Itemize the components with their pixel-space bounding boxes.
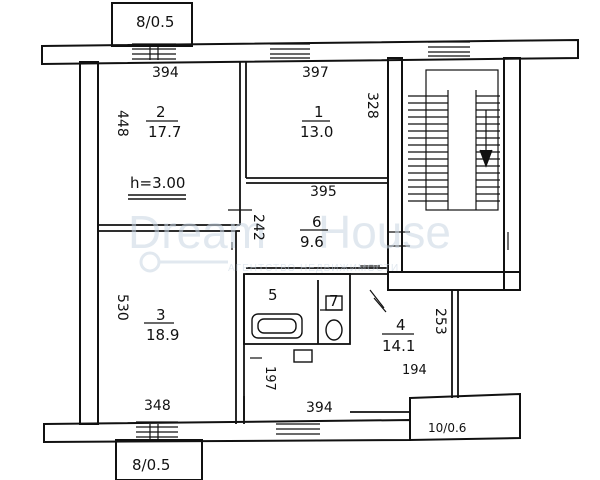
toilet-icon (325, 319, 343, 341)
watermark-brand-part2: House (318, 206, 451, 258)
room-2-area: 17.7 (148, 123, 181, 141)
room-1-number: 1 (314, 103, 324, 121)
room-7-number: 7 (329, 292, 339, 310)
balcony-bottom-label: 8/0.5 (132, 456, 170, 474)
room-3-number: 3 (156, 306, 166, 324)
dim-room2-width: 394 (152, 65, 179, 81)
room-4-area: 14.1 (382, 337, 415, 355)
dim-room4-height: 253 (432, 308, 448, 335)
room-2-number: 2 (156, 103, 166, 121)
balcony-top-label: 8/0.5 (136, 13, 174, 31)
walls (41, 2, 579, 480)
dim-room1-height: 328 (364, 92, 380, 119)
window-room4 (276, 423, 320, 435)
balcony-small-label: 10/0.6 (428, 421, 466, 435)
watermark-brand-part1: Dream (128, 206, 266, 258)
watermark: Dream House АГЕНТСТВО НЕДВИЖИМОСТИ (128, 206, 451, 274)
small-balcony (409, 392, 521, 442)
dim-hall-width: 194 (402, 363, 427, 378)
stair-shaft-right (503, 57, 521, 291)
room-6-number: 6 (312, 213, 322, 231)
window-room2 (132, 43, 176, 60)
dim-room2-height: 448 (114, 110, 130, 137)
top-wall (41, 38, 579, 66)
dim-room6-height: 242 (250, 214, 266, 241)
bathroom-block (243, 273, 351, 345)
room-5-number: 5 (268, 286, 278, 304)
partitions (98, 62, 459, 424)
dim-bottom-width: 394 (306, 400, 333, 416)
balcony-top (111, 2, 193, 47)
window-room3 (136, 421, 178, 438)
room-1-area: 13.0 (300, 123, 333, 141)
window-room1 (270, 43, 310, 59)
watermark-tagline: АГЕНТСТВО НЕДВИЖИМОСТИ (228, 263, 399, 274)
sink-icon (293, 349, 313, 363)
room-3-area: 18.9 (146, 326, 179, 344)
dim-room3-height: 530 (114, 294, 130, 321)
ceiling-height: h=3.00 (130, 174, 185, 192)
windows (132, 41, 470, 440)
dim-bath-height: 197 (262, 366, 277, 391)
room-4-number: 4 (396, 316, 406, 334)
dim-room1-width: 397 (302, 65, 329, 81)
left-wall (79, 61, 99, 425)
stair-bottom-wall (387, 271, 521, 291)
labels: 8/0.5 8/0.5 10/0.6 2 17.7 h=3.00 1 13.0 … (114, 13, 466, 474)
staircase (408, 69, 500, 211)
window-stairs (428, 41, 470, 57)
bathtub-icon (251, 313, 303, 339)
dim-room3-width: 348 (144, 398, 171, 414)
bottom-wall (43, 418, 411, 444)
dim-room6-width: 395 (310, 184, 337, 200)
doors (228, 209, 509, 359)
balcony-bottom (115, 439, 203, 480)
room-6-area: 9.6 (300, 233, 324, 251)
